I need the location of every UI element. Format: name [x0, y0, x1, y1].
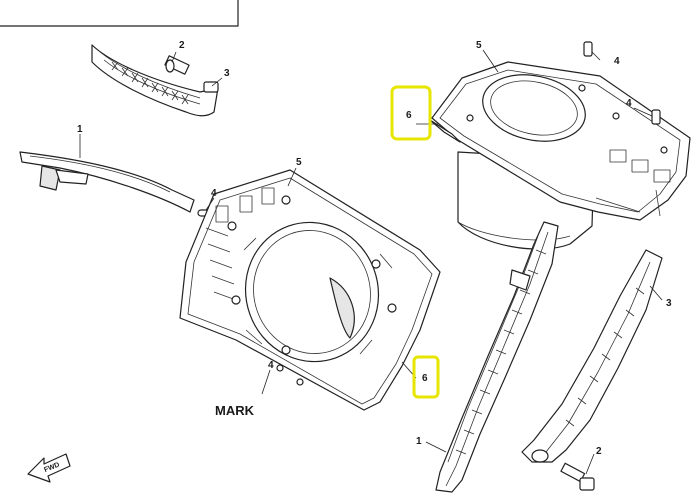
callout-4-right: 4	[626, 98, 632, 109]
highlight-box-bottom	[412, 355, 440, 399]
callout-4-top: 4	[614, 56, 620, 67]
callout-5-front: 5	[296, 157, 302, 168]
tensioner-bolt	[560, 462, 595, 491]
callout-6-bottom: 6	[422, 373, 428, 384]
highlight-boxes	[390, 85, 440, 399]
callout-5-rear: 5	[476, 40, 482, 51]
highlight-box-top	[390, 85, 432, 141]
callout-1-left: 1	[77, 124, 83, 135]
cylinder-rear-view	[429, 61, 691, 250]
left-chain-guide	[19, 151, 195, 213]
mark-label: MARK	[215, 403, 255, 418]
fwd-arrow-icon: FWD	[27, 453, 71, 483]
callout-2-bottom: 2	[596, 446, 602, 457]
center-chain-guide	[435, 221, 559, 493]
dowel-pin-top	[583, 41, 593, 57]
right-tensioner-guide	[521, 249, 663, 463]
callout-4-left: 4	[211, 188, 217, 199]
callout-labels: 2 3 1 4 5 5 4 4 6 6 4 1 3 2 MARK	[77, 40, 672, 457]
callout-3-top: 3	[224, 68, 230, 79]
title-block-frame	[0, 0, 239, 27]
dowel-pin-right	[651, 109, 661, 125]
callout-6-top: 6	[406, 110, 412, 121]
callout-2-top: 2	[179, 40, 185, 51]
callout-1-bottom: 1	[416, 436, 422, 447]
callout-4-mark: 4	[268, 360, 274, 371]
cylinder-front-view	[179, 169, 441, 411]
upper-chain-guide	[91, 44, 219, 117]
callout-3-right: 3	[666, 298, 672, 309]
leader-lines	[79, 49, 663, 475]
